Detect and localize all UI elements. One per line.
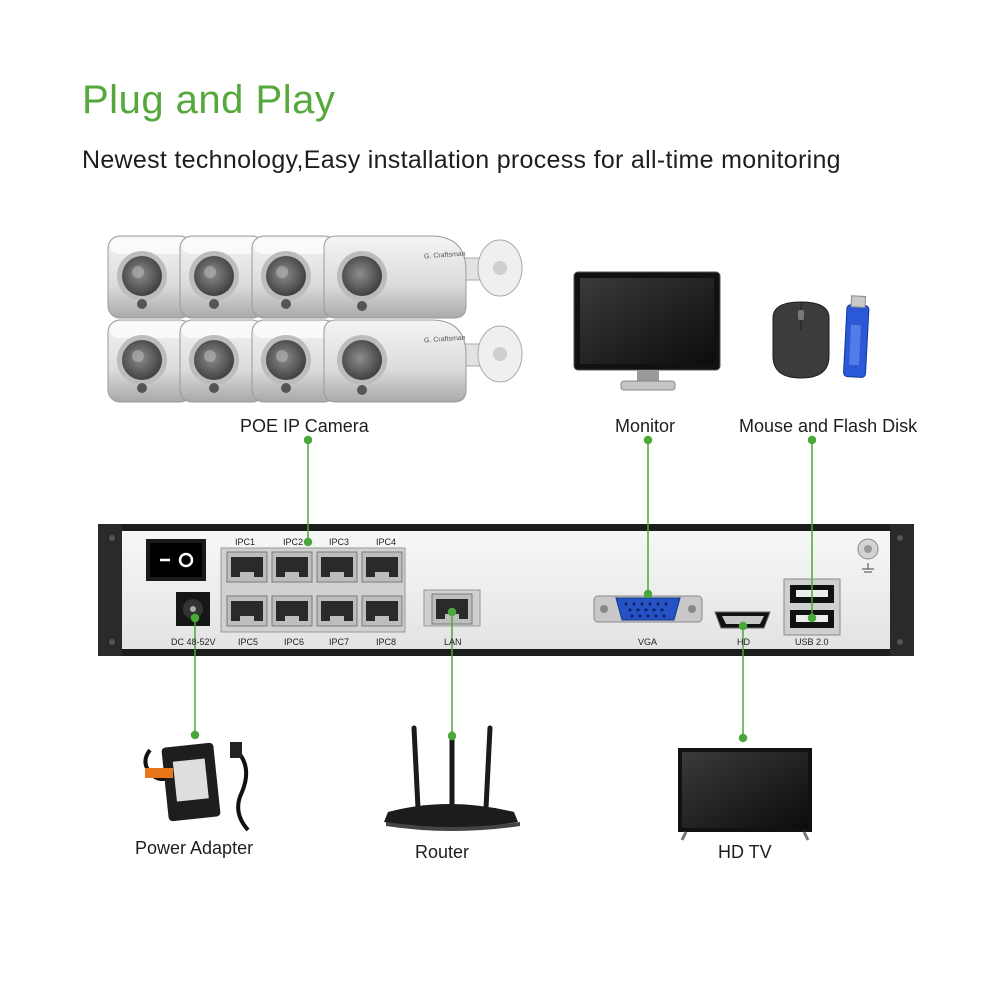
- port-label-hd: HD: [737, 637, 750, 647]
- nvr-recorder: [98, 524, 914, 656]
- camera-5: [107, 319, 193, 403]
- camera-8: [323, 319, 467, 403]
- port-label-ipc6: IPC6: [284, 637, 305, 647]
- power-adapter-illustration: [143, 742, 250, 832]
- ipc-port-block: [220, 547, 406, 633]
- connector-lines: [190, 435, 817, 743]
- label-poe-ip-camera: POE IP Camera: [240, 416, 369, 436]
- camera-3: [251, 235, 337, 319]
- hdmi-port: [714, 611, 771, 629]
- monitor-illustration: [573, 271, 721, 391]
- port-label-dc: DC 48-52V: [171, 637, 216, 647]
- camera-7: [251, 319, 337, 403]
- port-label-ipc3: IPC3: [329, 537, 350, 547]
- label-hd-tv: HD TV: [718, 842, 772, 862]
- hdtv-illustration: [678, 748, 812, 841]
- port-label-ipc2: IPC2: [283, 537, 304, 547]
- port-label-ipc8: IPC8: [376, 637, 397, 647]
- power-switch: [146, 539, 206, 581]
- camera-1: [107, 235, 193, 319]
- label-router: Router: [415, 842, 470, 862]
- flash-disk-illustration: [843, 295, 870, 378]
- label-mouse-flash-disk: Mouse and Flash Disk: [739, 416, 918, 436]
- dc-power-jack: [176, 592, 210, 626]
- port-label-ipc1: IPC1: [235, 537, 256, 547]
- port-label-lan: LAN: [444, 637, 462, 647]
- poe-ip-camera-group: [107, 235, 523, 403]
- camera-4: [323, 235, 467, 319]
- port-label-ipc5: IPC5: [238, 637, 259, 647]
- camera-2: [179, 235, 265, 319]
- mouse-illustration: [772, 301, 830, 379]
- label-power-adapter: Power Adapter: [135, 838, 254, 858]
- camera-6: [179, 319, 265, 403]
- page-title: Plug and Play: [82, 78, 336, 122]
- page-subtitle: Newest technology,Easy installation proc…: [82, 146, 841, 174]
- port-label-ipc4: IPC4: [376, 537, 397, 547]
- port-label-ipc7: IPC7: [329, 637, 350, 647]
- router-illustration: [384, 725, 520, 831]
- ground-terminal: [857, 538, 879, 573]
- port-label-usb: USB 2.0: [795, 637, 829, 647]
- vga-port: [593, 595, 703, 623]
- label-monitor: Monitor: [615, 416, 676, 436]
- port-label-vga: VGA: [638, 637, 658, 647]
